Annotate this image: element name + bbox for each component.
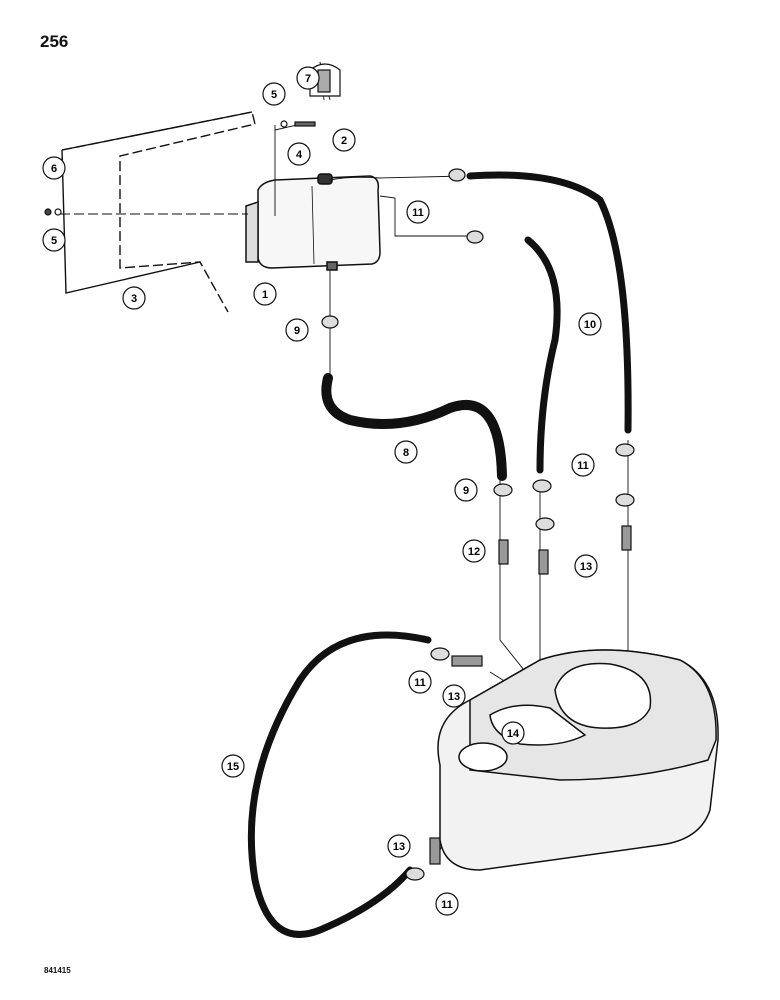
callout-9-lower: 9 <box>454 478 478 502</box>
callout-7: 7 <box>296 66 320 90</box>
callout-11-upper: 11 <box>406 200 430 224</box>
callout-6: 6 <box>42 156 66 180</box>
callout-11-extra: 11 <box>412 907 424 919</box>
svg-text:11: 11 <box>441 899 453 911</box>
callout-13-middle: 13 <box>442 684 466 708</box>
svg-text:5: 5 <box>271 89 277 101</box>
svg-text:11: 11 <box>577 460 589 472</box>
svg-text:13: 13 <box>393 841 405 853</box>
svg-text:2: 2 <box>341 135 347 147</box>
callout-14: 14 <box>501 721 525 745</box>
svg-text:13: 13 <box>448 691 460 703</box>
hose-10 <box>466 171 632 474</box>
svg-text:3: 3 <box>131 293 137 305</box>
svg-text:1: 1 <box>262 289 268 301</box>
fuel-tank <box>437 649 719 871</box>
hose-15 <box>247 631 432 938</box>
callout-13-lower: 13 <box>387 834 411 858</box>
reservoir-tank <box>245 173 381 271</box>
callout-4: 4 <box>287 142 311 166</box>
mounting-panel <box>61 111 256 313</box>
clamps-fittings <box>44 63 635 881</box>
svg-text:5: 5 <box>51 235 57 247</box>
callout-8: 8 <box>394 440 418 464</box>
callout-10: 10 <box>578 312 602 336</box>
svg-text:13: 13 <box>580 561 592 573</box>
callout-15: 15 <box>221 754 245 778</box>
svg-text:9: 9 <box>294 325 300 337</box>
svg-text:9: 9 <box>463 485 469 497</box>
callout-5-top: 5 <box>262 82 286 106</box>
callout-13-right: 13 <box>574 554 598 578</box>
callout-9-upper: 9 <box>285 318 309 342</box>
svg-text:7: 7 <box>305 73 311 85</box>
svg-text:8: 8 <box>403 447 409 459</box>
svg-text:12: 12 <box>468 546 480 558</box>
callout-11-left: 11 <box>408 670 432 694</box>
callout-12: 12 <box>462 539 486 563</box>
svg-text:11: 11 <box>414 677 426 689</box>
callout-2: 2 <box>332 128 356 152</box>
svg-text:15: 15 <box>227 761 239 773</box>
svg-text:11: 11 <box>412 207 424 219</box>
svg-text:6: 6 <box>51 163 57 175</box>
hose-8 <box>321 373 507 481</box>
callout-3: 3 <box>122 286 146 310</box>
svg-text:14: 14 <box>507 728 520 740</box>
callout-11-middle: 11 <box>571 453 595 477</box>
callout-5-left: 5 <box>42 228 66 252</box>
svg-text:10: 10 <box>584 319 596 331</box>
svg-text:4: 4 <box>296 149 303 161</box>
callout-1: 1 <box>253 282 277 306</box>
callout-11-lower: 11 <box>435 892 459 916</box>
figure-code: 841415 <box>44 966 71 975</box>
page-number: 256 <box>40 32 69 51</box>
